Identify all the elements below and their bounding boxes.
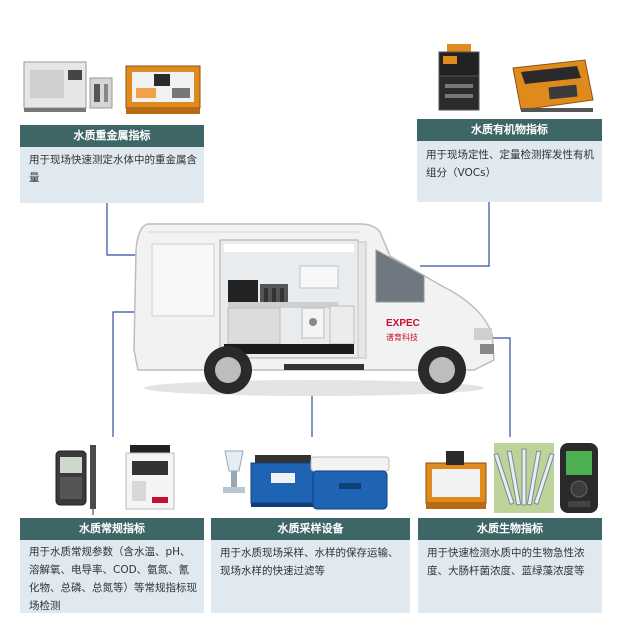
card-heavy-metal: 水质重金属指标 用于现场快速测定水体中的重金属含量 xyxy=(20,44,204,203)
card-voc-desc: 用于现场定性、定量检测挥发性有机组分（VOCs） xyxy=(426,149,594,179)
card-voc: 水质有机物指标 用于现场定性、定量检测挥发性有机组分（VOCs） xyxy=(417,38,602,202)
card-sampling-desc: 用于水质现场采样、水样的保存运输、现场水样的快速过滤等 xyxy=(220,547,399,577)
card-bio: 水质生物指标 用于快速检测水质中的生物急性浓度、大肠杆菌浓度、蓝绿藻浓度等 xyxy=(418,437,602,613)
monitoring-van-image: EXPEC 谱育科技 xyxy=(124,210,504,400)
card-bio-title: 水质生物指标 xyxy=(418,518,602,540)
card-heavy-metal-desc: 用于现场快速测定水体中的重金属含量 xyxy=(29,154,197,184)
card-sampling: 水质采样设备 用于水质现场采样、水样的保存运输、现场水样的快速过滤等 xyxy=(211,437,410,613)
routine-instruments-image xyxy=(55,445,175,515)
card-voc-title: 水质有机物指标 xyxy=(417,119,602,141)
card-routine-title: 水质常规指标 xyxy=(20,518,204,540)
heavy-metal-instruments-image xyxy=(23,61,201,114)
connector-bio xyxy=(488,337,511,437)
card-heavy-metal-images xyxy=(20,44,204,125)
card-sampling-images xyxy=(211,437,410,518)
voc-instruments-image xyxy=(438,44,594,112)
card-bio-desc: 用于快速检测水质中的生物急性浓度、大肠杆菌浓度、蓝绿藻浓度等 xyxy=(427,547,585,577)
card-routine-images xyxy=(20,437,204,518)
connector-routine xyxy=(112,311,136,437)
bio-instruments-image xyxy=(425,443,598,513)
card-routine: 水质常规指标 用于水质常规参数（含水温、pH、溶解氧、电导率、COD、氨氮、氰化… xyxy=(20,437,204,613)
van-logo-text: EXPEC xyxy=(386,318,420,329)
card-heavy-metal-title: 水质重金属指标 xyxy=(20,125,204,147)
card-bio-images xyxy=(418,437,602,518)
sampling-equipment-image xyxy=(223,450,390,510)
card-routine-desc: 用于水质常规参数（含水温、pH、溶解氧、电导率、COD、氨氮、氰化物、总磷、总氮… xyxy=(29,546,197,612)
connector-voc xyxy=(420,202,490,267)
card-voc-images xyxy=(417,38,602,119)
van-logo-subtext: 谱育科技 xyxy=(386,332,418,342)
connector-metal xyxy=(106,203,143,256)
card-sampling-title: 水质采样设备 xyxy=(211,518,410,540)
